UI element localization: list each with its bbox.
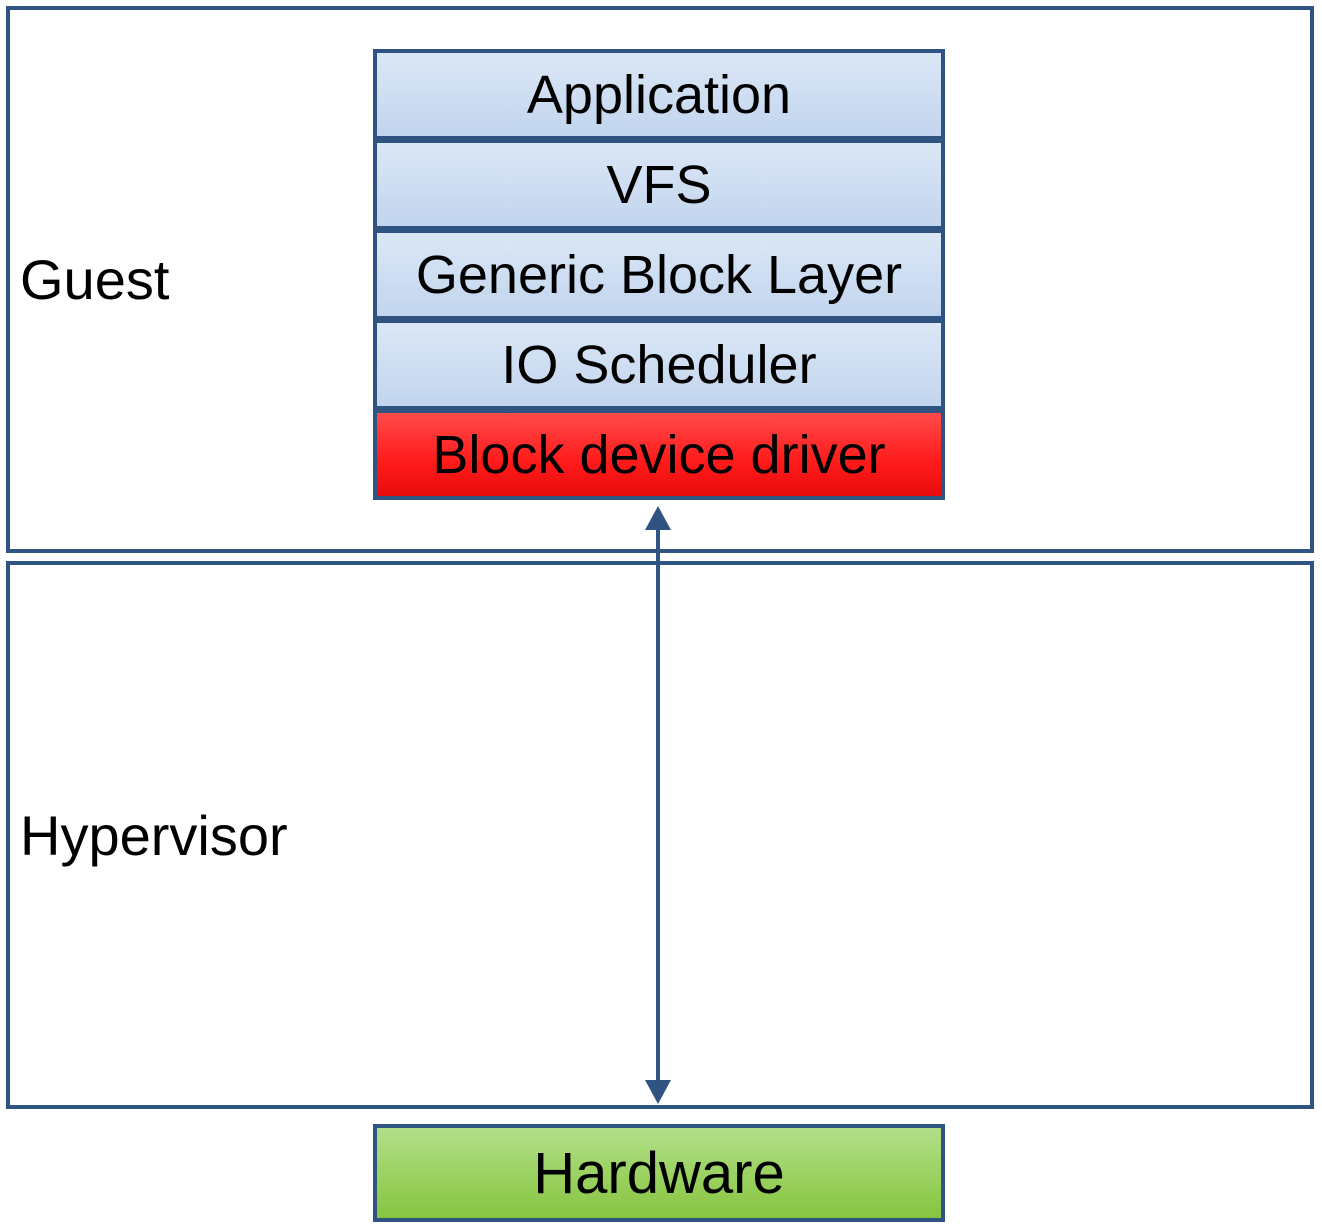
guest-label: Guest: [20, 248, 170, 311]
guest-io-stack: Application VFS Generic Block Layer IO S…: [373, 49, 945, 500]
io-scheduler-layer: IO Scheduler: [373, 319, 945, 410]
block-device-driver-layer: Block device driver: [373, 409, 945, 500]
hardware-box: Hardware: [373, 1124, 945, 1222]
application-layer: Application: [373, 49, 945, 140]
hypervisor-region: [6, 561, 1314, 1109]
vfs-layer: VFS: [373, 139, 945, 230]
generic-block-layer: Generic Block Layer: [373, 229, 945, 320]
hypervisor-label: Hypervisor: [20, 804, 288, 867]
